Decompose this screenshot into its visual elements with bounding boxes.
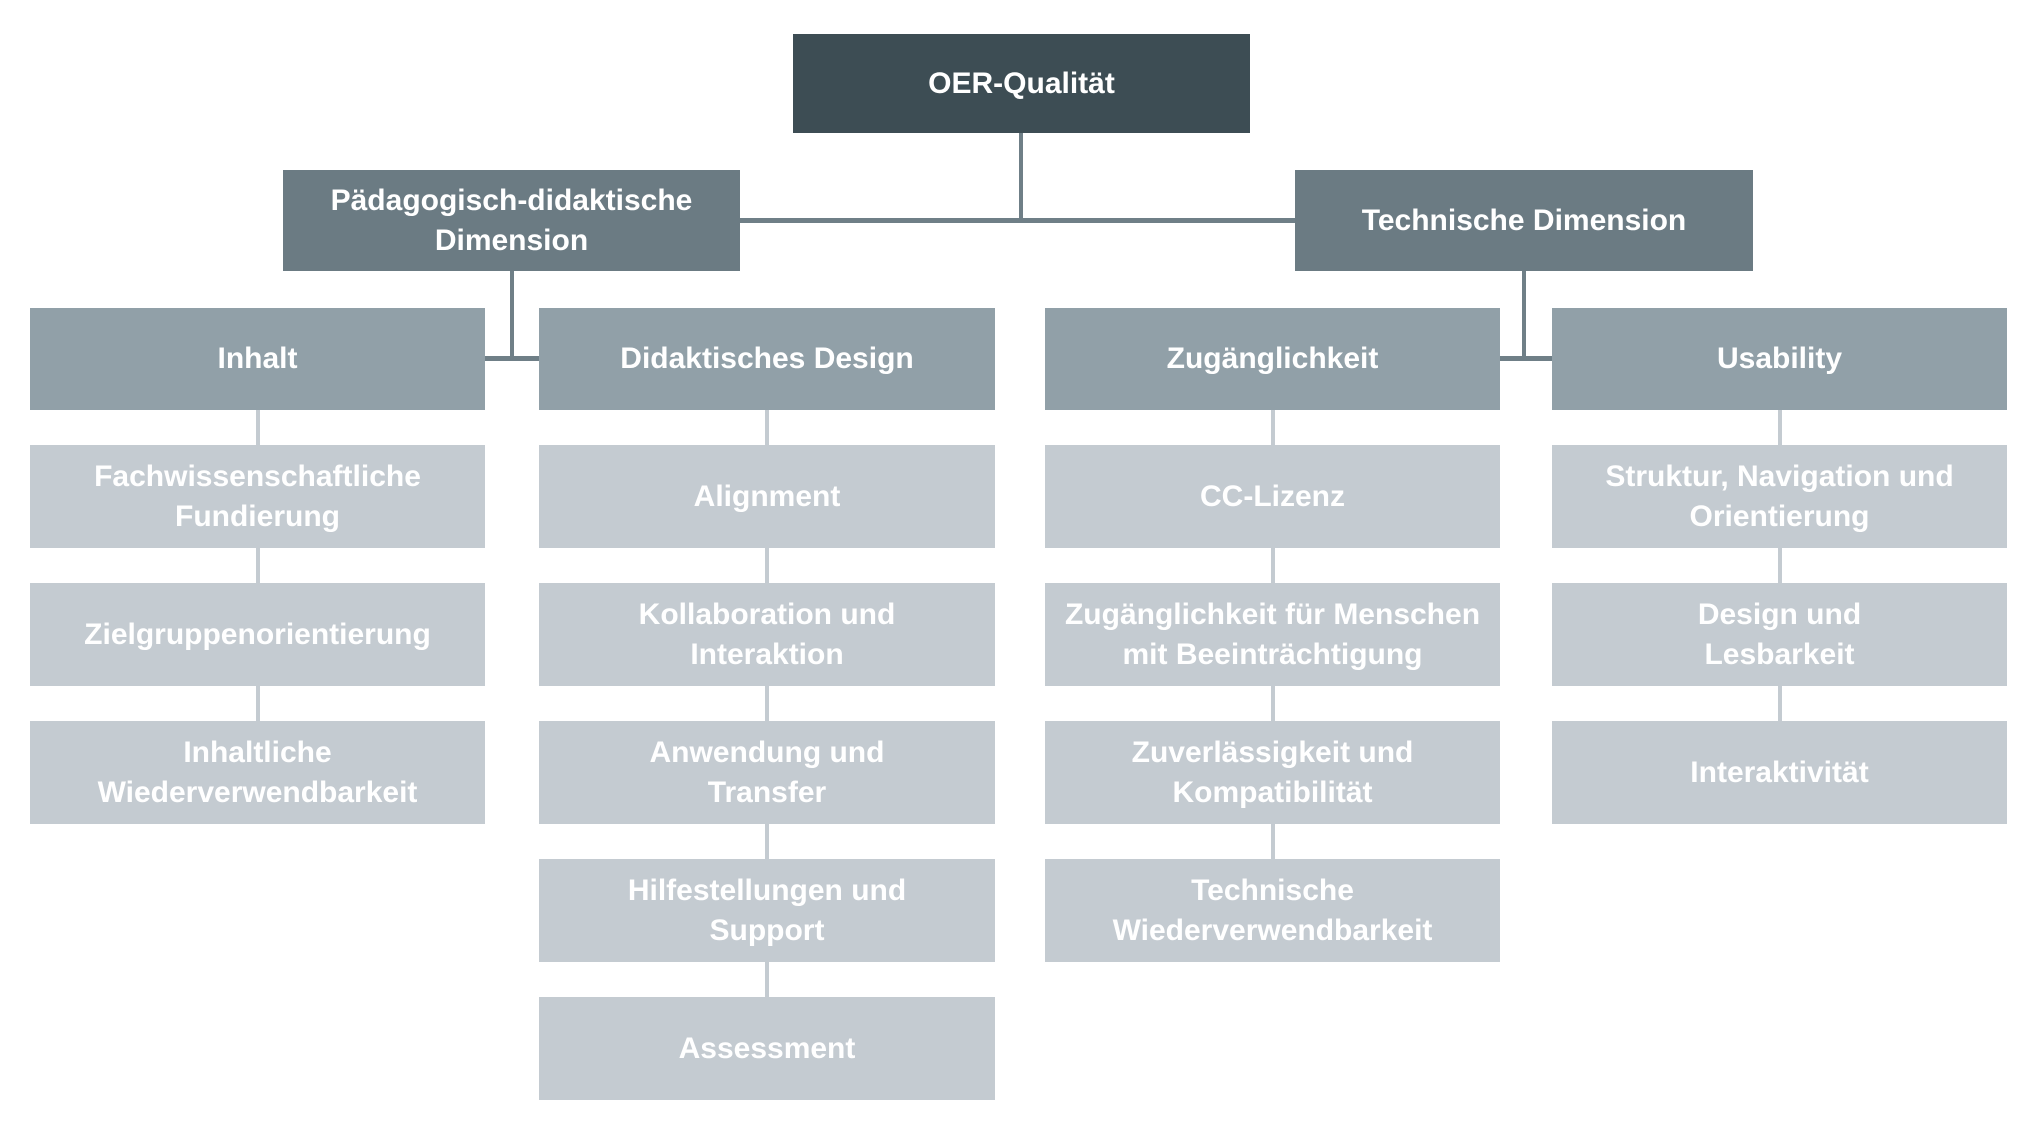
node-paedagogisch-didaktische-dimension: Pädagogisch-didaktische Dimension xyxy=(283,170,740,271)
node-zuverlaessigkeit-und-kompatibilitaet: Zuverlässigkeit und Kompatibilität xyxy=(1045,721,1500,824)
node-zugaenglichkeit: Zugänglichkeit xyxy=(1045,308,1500,410)
node-anwendung-und-transfer: Anwendung und Transfer xyxy=(539,721,995,824)
node-hilfestellungen-und-support: Hilfestellungen und Support xyxy=(539,859,995,962)
node-interaktivitaet: Interaktivität xyxy=(1552,721,2007,824)
connector-dimensions-horizontal xyxy=(740,218,1295,223)
node-usability: Usability xyxy=(1552,308,2007,410)
node-kollaboration-und-interaktion: Kollaboration und Interaktion xyxy=(539,583,995,686)
connector-column-didaktisches-design-spine xyxy=(765,410,769,1007)
node-zielgruppenorientierung: Zielgruppenorientierung xyxy=(30,583,485,686)
node-inhaltliche-wiederverwendbarkeit: Inhaltliche Wiederverwendbarkeit xyxy=(30,721,485,824)
node-cc-lizenz: CC-Lizenz xyxy=(1045,445,1500,548)
node-design-und-lesbarkeit: Design und Lesbarkeit xyxy=(1552,583,2007,686)
connector-column-usability-spine xyxy=(1778,410,1782,731)
connector-column-inhalt-spine xyxy=(256,410,260,731)
node-alignment: Alignment xyxy=(539,445,995,548)
node-zugaenglichkeit-fuer-menschen: Zugänglichkeit für Menschen mit Beeinträ… xyxy=(1045,583,1500,686)
connector-root-vertical xyxy=(1019,133,1023,220)
node-didaktisches-design: Didaktisches Design xyxy=(539,308,995,410)
connector-left-headers-stub xyxy=(485,356,539,361)
node-oer-qualitaet: OER-Qualität xyxy=(793,34,1250,133)
connector-right-headers-stub xyxy=(1500,356,1552,361)
node-assessment: Assessment xyxy=(539,997,995,1100)
node-fachwissenschaftliche-fundierung: Fachwissenschaftliche Fundierung xyxy=(30,445,485,548)
node-technische-dimension: Technische Dimension xyxy=(1295,170,1753,271)
node-inhalt: Inhalt xyxy=(30,308,485,410)
node-struktur-navigation-und-orientierung: Struktur, Navigation und Orientierung xyxy=(1552,445,2007,548)
connector-right-dimension-vertical xyxy=(1522,271,1526,358)
connector-left-dimension-vertical xyxy=(510,271,514,358)
node-technische-wiederverwendbarkeit: Technische Wiederverwendbarkeit xyxy=(1045,859,1500,962)
